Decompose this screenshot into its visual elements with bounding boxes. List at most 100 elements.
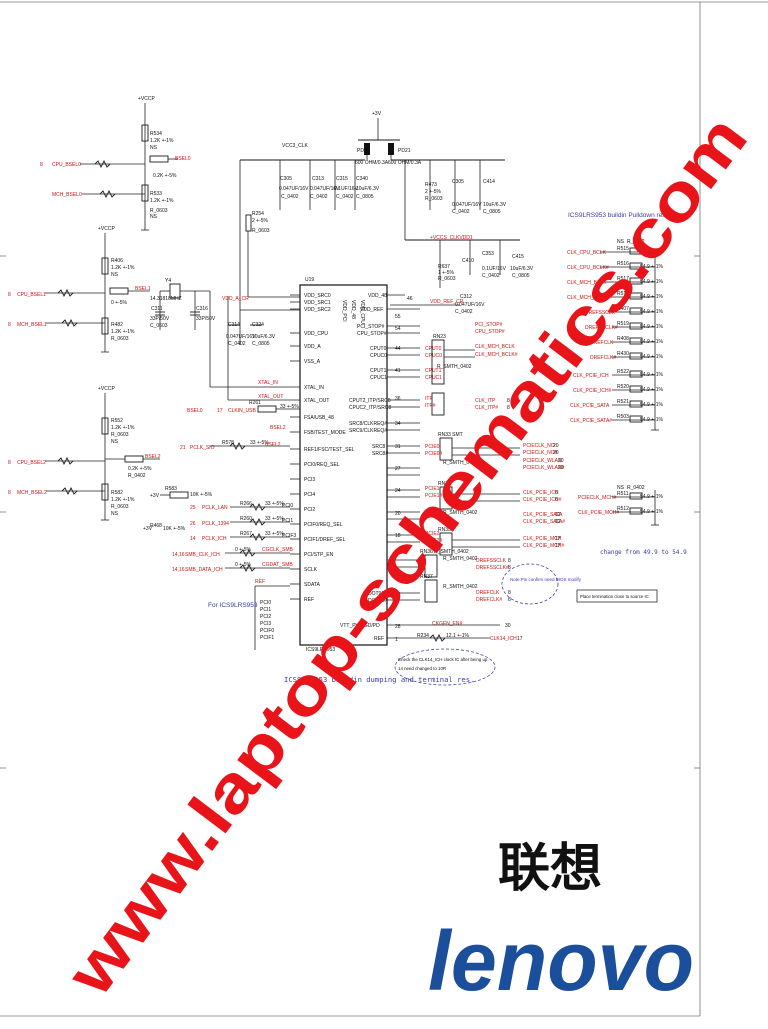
supply-label: +VCCS_CLKVDD1: [430, 235, 473, 241]
svg-text:1.2K +-1%: 1.2K +-1%: [111, 425, 135, 431]
ic-pin: VDD_A: [304, 344, 321, 350]
svg-text:PCIE2: PCIE2: [425, 531, 440, 537]
svg-text:14,16: 14,16: [172, 552, 185, 558]
svg-text:8: 8: [508, 565, 511, 571]
svg-text:1.2K +-1%: 1.2K +-1%: [111, 265, 135, 271]
net-label: REF: [255, 579, 265, 585]
svg-text:CLK_PCIE_SATA: CLK_PCIE_SATA: [523, 512, 563, 518]
svg-text:20: 20: [553, 450, 559, 456]
svg-text:27: 27: [395, 466, 401, 472]
svg-text:R261: R261: [249, 400, 261, 406]
svg-text:R254: R254: [252, 211, 264, 217]
svg-text:17: 17: [517, 636, 523, 642]
supply-label: VCC3_CLK: [282, 143, 309, 149]
svg-text:NS: NS: [617, 239, 625, 245]
ic-pin: PCI/STP_EN: [304, 552, 334, 558]
ic-pin: CPUT0: [370, 346, 387, 352]
svg-text:BSEL2: BSEL2: [265, 442, 281, 448]
net-label: PCIECLK_MCH#: [578, 495, 617, 501]
net-label: CLK14_ICH: [490, 636, 517, 642]
ic-pin: VDD_REF: [360, 307, 383, 313]
svg-text:21: 21: [180, 445, 186, 451]
svg-text:R267: R267: [240, 531, 252, 537]
svg-text:RN35: RN35: [438, 527, 451, 533]
svg-text:28: 28: [395, 624, 401, 630]
svg-text:NS: NS: [617, 485, 625, 491]
svg-text:R407: R407: [617, 306, 629, 312]
note-text: Place termination close to source IC: [580, 594, 649, 599]
svg-text:C_0402: C_0402: [455, 309, 473, 315]
net-label: MCH_BSEL0: [52, 192, 82, 198]
svg-text:CLK_MCH_BCLK#: CLK_MCH_BCLK#: [475, 352, 518, 358]
ic-pin: CPUT2_ITP/SRC8: [349, 398, 391, 404]
svg-text:12.1 +-1%: 12.1 +-1%: [446, 633, 469, 639]
svg-text:PCIE1#: PCIE1#: [425, 493, 442, 499]
ic-pin: VDD_SRC2: [304, 307, 331, 313]
svg-text:20: 20: [395, 511, 401, 517]
ic-pin: PCIF1/DREF_SEL: [304, 537, 346, 543]
svg-text:CLK_PCIE_MCH#: CLK_PCIE_MCH#: [578, 510, 619, 516]
svg-text:20: 20: [553, 443, 559, 449]
svg-text:R583: R583: [165, 486, 177, 492]
ic-pin: PCI3: [304, 477, 315, 483]
net-label: XTAL_IN: [258, 380, 278, 386]
svg-text:C_0805: C_0805: [252, 341, 270, 347]
ic-pin: PCI0/REQ_SEL: [304, 462, 340, 468]
svg-text:CLK_ITP#: CLK_ITP#: [475, 405, 498, 411]
svg-text:R_0603: R_0603: [252, 228, 270, 234]
svg-text:600 OHM/0.3A: 600 OHM/0.3A: [355, 160, 389, 166]
svg-text:26: 26: [190, 521, 196, 527]
svg-text:PCI0: PCI0: [282, 503, 293, 509]
ic-pin: SDATA: [304, 582, 321, 588]
clock-generator-ic: U19 ICS9LRS953 VDD_PCI VDD_48 VDD_CPU VD…: [290, 277, 420, 653]
svg-text:R234: R234: [417, 633, 429, 639]
ic-pin: FSA/USB_48: [304, 415, 334, 421]
svg-text:CLK_MCH_BCLK: CLK_MCH_BCLK: [475, 344, 515, 350]
svg-text:2 +-5%: 2 +-5%: [252, 218, 269, 224]
svg-text:PD21: PD21: [398, 148, 411, 154]
svg-text:R522: R522: [617, 369, 629, 375]
svg-text:BSEL2: BSEL2: [145, 454, 161, 460]
svg-text:33 +-5%: 33 +-5%: [280, 404, 299, 410]
svg-text:20: 20: [558, 465, 564, 471]
svg-text:CGCLK_SMB: CGCLK_SMB: [262, 547, 294, 553]
svg-text:R_0402: R_0402: [627, 485, 645, 491]
svg-text:R552: R552: [111, 418, 123, 424]
svg-text:C_0402: C_0402: [310, 194, 328, 200]
svg-text:C_0402: C_0402: [228, 341, 246, 347]
note-text: Note:Pin confirm need BIOS modify: [510, 577, 582, 582]
ic-pin: SRC9/CLKREQ#: [349, 428, 387, 434]
supply-label: +3V: [372, 111, 382, 117]
svg-text:33 +-5%: 33 +-5%: [265, 501, 284, 507]
net-label: PCLK_SIO: [190, 445, 215, 451]
svg-text:C414: C414: [483, 179, 495, 185]
svg-text:33 +-5%: 33 +-5%: [265, 531, 284, 537]
ic-pin: CPUC2_ITP/SRC8: [349, 405, 391, 411]
svg-text:6: 6: [555, 497, 558, 503]
svg-text:8: 8: [8, 460, 11, 466]
net-label: DREFSSCLK: [585, 310, 616, 316]
svg-text:R_0603: R_0603: [111, 504, 129, 510]
svg-text:R408: R408: [617, 336, 629, 342]
ic-pin: CPU_STOP#: [357, 331, 387, 337]
svg-text:1: 1: [395, 637, 398, 643]
svg-text:0.2K +-5%: 0.2K +-5%: [128, 466, 152, 472]
svg-text:RN36 R_SMTH_0402: RN36 R_SMTH_0402: [420, 549, 469, 555]
svg-text:R_SMTH_0402: R_SMTH_0402: [443, 556, 478, 562]
svg-text:24: 24: [395, 488, 401, 494]
svg-text:46: 46: [407, 296, 413, 302]
svg-text:1.2K +-1%: 1.2K +-1%: [150, 198, 174, 204]
svg-text:12: 12: [395, 592, 401, 598]
svg-text:R512: R512: [617, 506, 629, 512]
svg-text:0.047UF/16V: 0.047UF/16V: [310, 186, 340, 192]
svg-text:17: 17: [555, 536, 561, 542]
net-label: CPU_BSEL2: [17, 460, 46, 466]
svg-text:R_SMTH_0402: R_SMTH_0402: [443, 460, 478, 466]
svg-text:PCIE0#: PCIE0#: [425, 451, 442, 457]
pulldown-values: 54.9 +-1% 54.9 +-1% 54.9 +-1% 54.9 +-1% …: [640, 248, 663, 515]
net-label: CLK_PCIE_ICH#: [573, 388, 612, 394]
svg-text:33P/50V: 33P/50V: [150, 316, 170, 322]
svg-text:DREFCLK#: DREFCLK#: [476, 597, 502, 603]
svg-text:R_0603: R_0603: [150, 208, 168, 214]
net-label: BSEL2: [270, 425, 286, 431]
